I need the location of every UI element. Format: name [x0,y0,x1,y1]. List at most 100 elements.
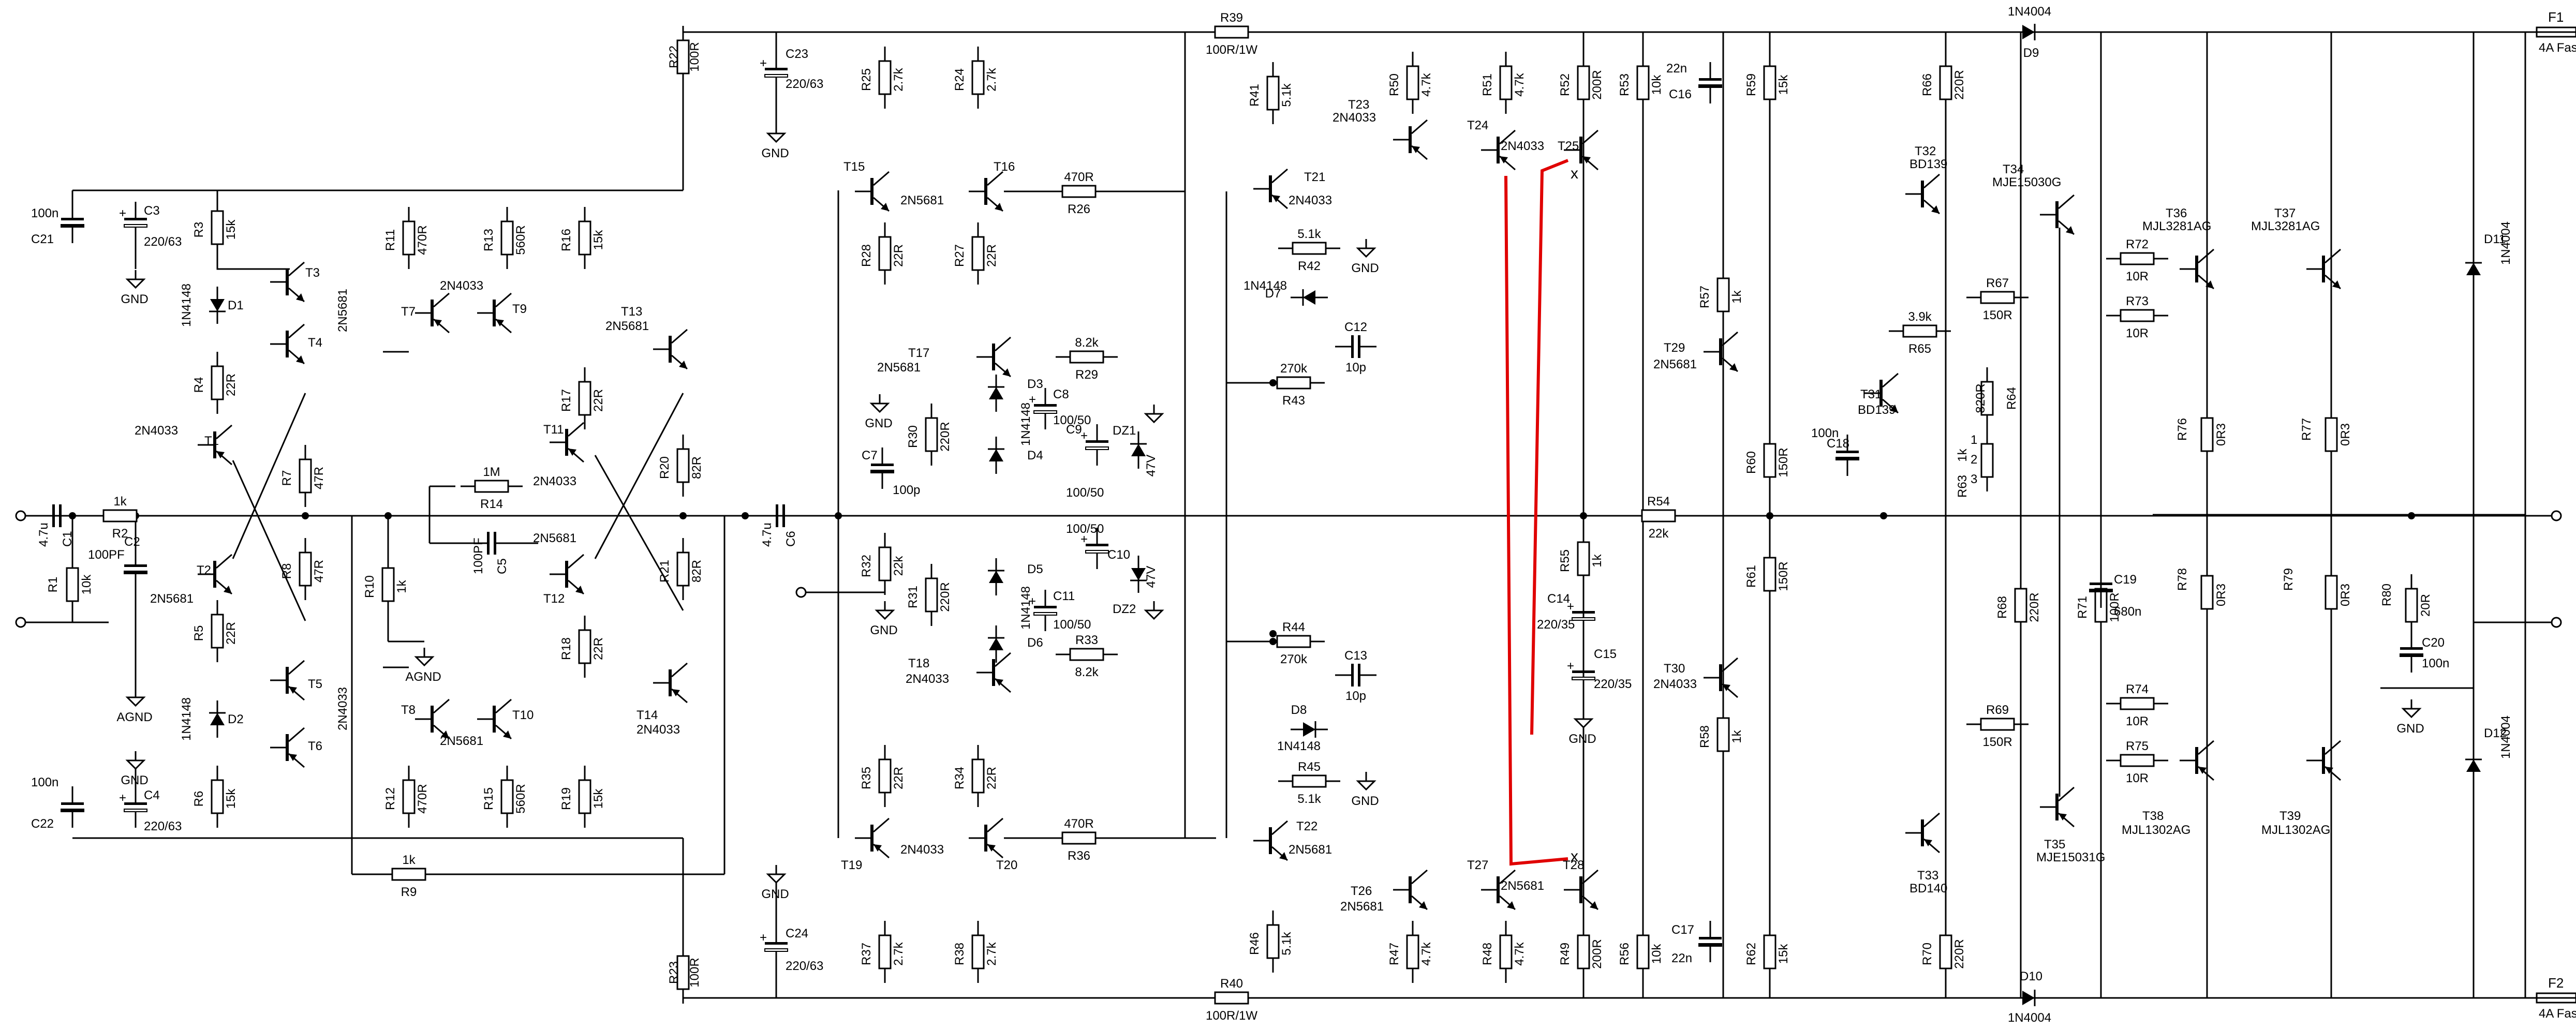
resistor-ref-label: R24 [953,68,967,91]
resistor-r77 [2325,404,2338,466]
resistor-value-label: 150R [1982,735,2012,749]
transistor-t16 [969,171,1003,212]
transistor-t30 [1704,657,1738,698]
transistor-t1 [198,424,232,466]
resistor-value-label: 15k [1776,74,1790,95]
resistor-value-label: 10R [2126,771,2149,785]
transistor-part-label: 2N4033 [440,279,483,293]
transistor-part-label: 2N5681 [1653,357,1697,371]
transistor-part-label: 2N5681 [877,361,921,375]
ground-label: GND [2396,722,2424,736]
diode-part-label: 1N4148 [180,697,194,741]
junction-dot [835,512,842,519]
capacitor-value-label: 100n [2422,656,2449,670]
capacitor-ref-label: C13 [1344,649,1367,663]
ground-symbol [414,648,435,667]
resistor-r41 [1266,62,1280,124]
capacitor-value-label: 220/35 [1594,677,1632,691]
resistor-r37 [878,921,892,983]
resistor-value-label: 10R [2126,714,2149,728]
resistor-ref-label: R44 [1282,620,1305,634]
resistor-r75 [2106,754,2168,767]
transistor-part-label: 2N4033 [636,723,680,737]
ground-symbol [875,601,895,620]
resistor-r34 [971,745,985,807]
resistor-r78 [2200,561,2214,623]
resistor-ref-label: R1 [46,577,60,593]
diode-part-label: 1N4004 [2008,1011,2051,1025]
transistor-ref-label: T19 [841,858,862,872]
resistor-r13 [500,207,514,269]
capacitor-ref-label: C15 [1594,647,1617,661]
resistor-ref-label: R23 [667,961,681,984]
resistor-ref-label: R73 [2126,294,2149,308]
resistor-value-label: 5.1k [1280,931,1294,955]
resistor-value-label: 2.7k [892,67,906,91]
resistor-ref-label: R38 [953,943,967,965]
capacitor-ref-label: C4 [144,788,160,802]
transistor-ref-label: T32 [1915,144,1936,158]
resistor-value-label: 8.2k [1075,336,1099,350]
resistor-ref-label: R14 [480,497,503,511]
transistor-t25 [1564,129,1598,171]
resistor-value-label: 560R [514,784,528,813]
resistor-ref-label: R80 [2380,584,2394,606]
resistor-r45 [1278,774,1340,788]
transistor-ref-label: T39 [2279,809,2301,823]
resistor-r55 [1577,528,1590,590]
capacitor-ref-label: C11 [1053,589,1075,603]
resistor-value-label: 15k [224,219,238,240]
capacitor-ref-label: C5 [495,558,509,574]
transistor-ref-label: T10 [512,708,534,722]
resistor-r15 [500,766,514,828]
resistor-ref-label: R60 [1744,451,1758,474]
capacitor-ref-label: C23 [786,47,808,61]
transistor-ref-label: T23 [1348,98,1369,112]
resistor-r35 [878,745,892,807]
transistor-ref-label: T24 [1467,118,1488,132]
capacitor-c2 [124,548,147,590]
transistor-ref-label: T35 [2044,838,2065,852]
transistor-t27 [1481,869,1516,910]
resistor-ref-label: R66 [1920,73,1934,96]
resistor-ref-label: R7 [280,470,294,486]
transistor-t6 [270,727,305,768]
transistor-t11 [550,422,584,463]
diode-ref-label: D8 [1291,703,1307,717]
transistor-ref-label: T18 [908,656,929,670]
resistor-ref-label: R4 [192,377,206,393]
resistor-r52 [1577,52,1590,114]
transistor-part-label: 2N4033 [336,687,350,730]
transistor-part-label: MJL1302AG [2122,823,2190,837]
resistor-ref-label: R77 [2300,418,2314,441]
resistor-ref-label: R50 [1387,73,1401,96]
resistor-ref-label: R5 [192,625,206,641]
resistor-r19 [578,766,591,828]
transistor-ref-label: T20 [996,858,1017,872]
fuse-f2 [2536,992,2576,1004]
resistor-r39 [1201,25,1263,39]
capacitor-value-label: 220/35 [1537,618,1575,632]
resistor-ref-label: R71 [2076,596,2090,619]
transistor-t7 [415,292,450,334]
svg-text:+: + [1567,600,1574,614]
resistor-r27 [971,222,985,285]
resistor-value-label: 22R [591,389,605,412]
resistor-ref-label: R78 [2175,568,2189,591]
resistor-ref-label: R70 [1920,943,1934,965]
diode-part-label: 1N4148 [1019,402,1033,446]
capacitor-ref-label: C19 [2114,573,2137,587]
resistor-r46 [1266,910,1280,973]
capacitor-value-label: 220/63 [144,819,182,833]
resistor-ref-label: R55 [1558,549,1572,572]
transistor-t18 [976,652,1011,693]
diode-ref-label: D1 [228,298,244,312]
resistor-ref-label: R22 [667,46,681,68]
resistor-value-label: 100R/1W [1206,1009,1257,1023]
transistor-part-label: 2N5681 [1501,879,1544,893]
capacitor-ref-label: C1 [61,531,75,547]
diode-d10 [2010,990,2047,1006]
resistor-ref-label: R8 [280,563,294,579]
resistor-ref-label: R57 [1698,286,1712,308]
resistor-ref-label: R58 [1698,725,1712,748]
